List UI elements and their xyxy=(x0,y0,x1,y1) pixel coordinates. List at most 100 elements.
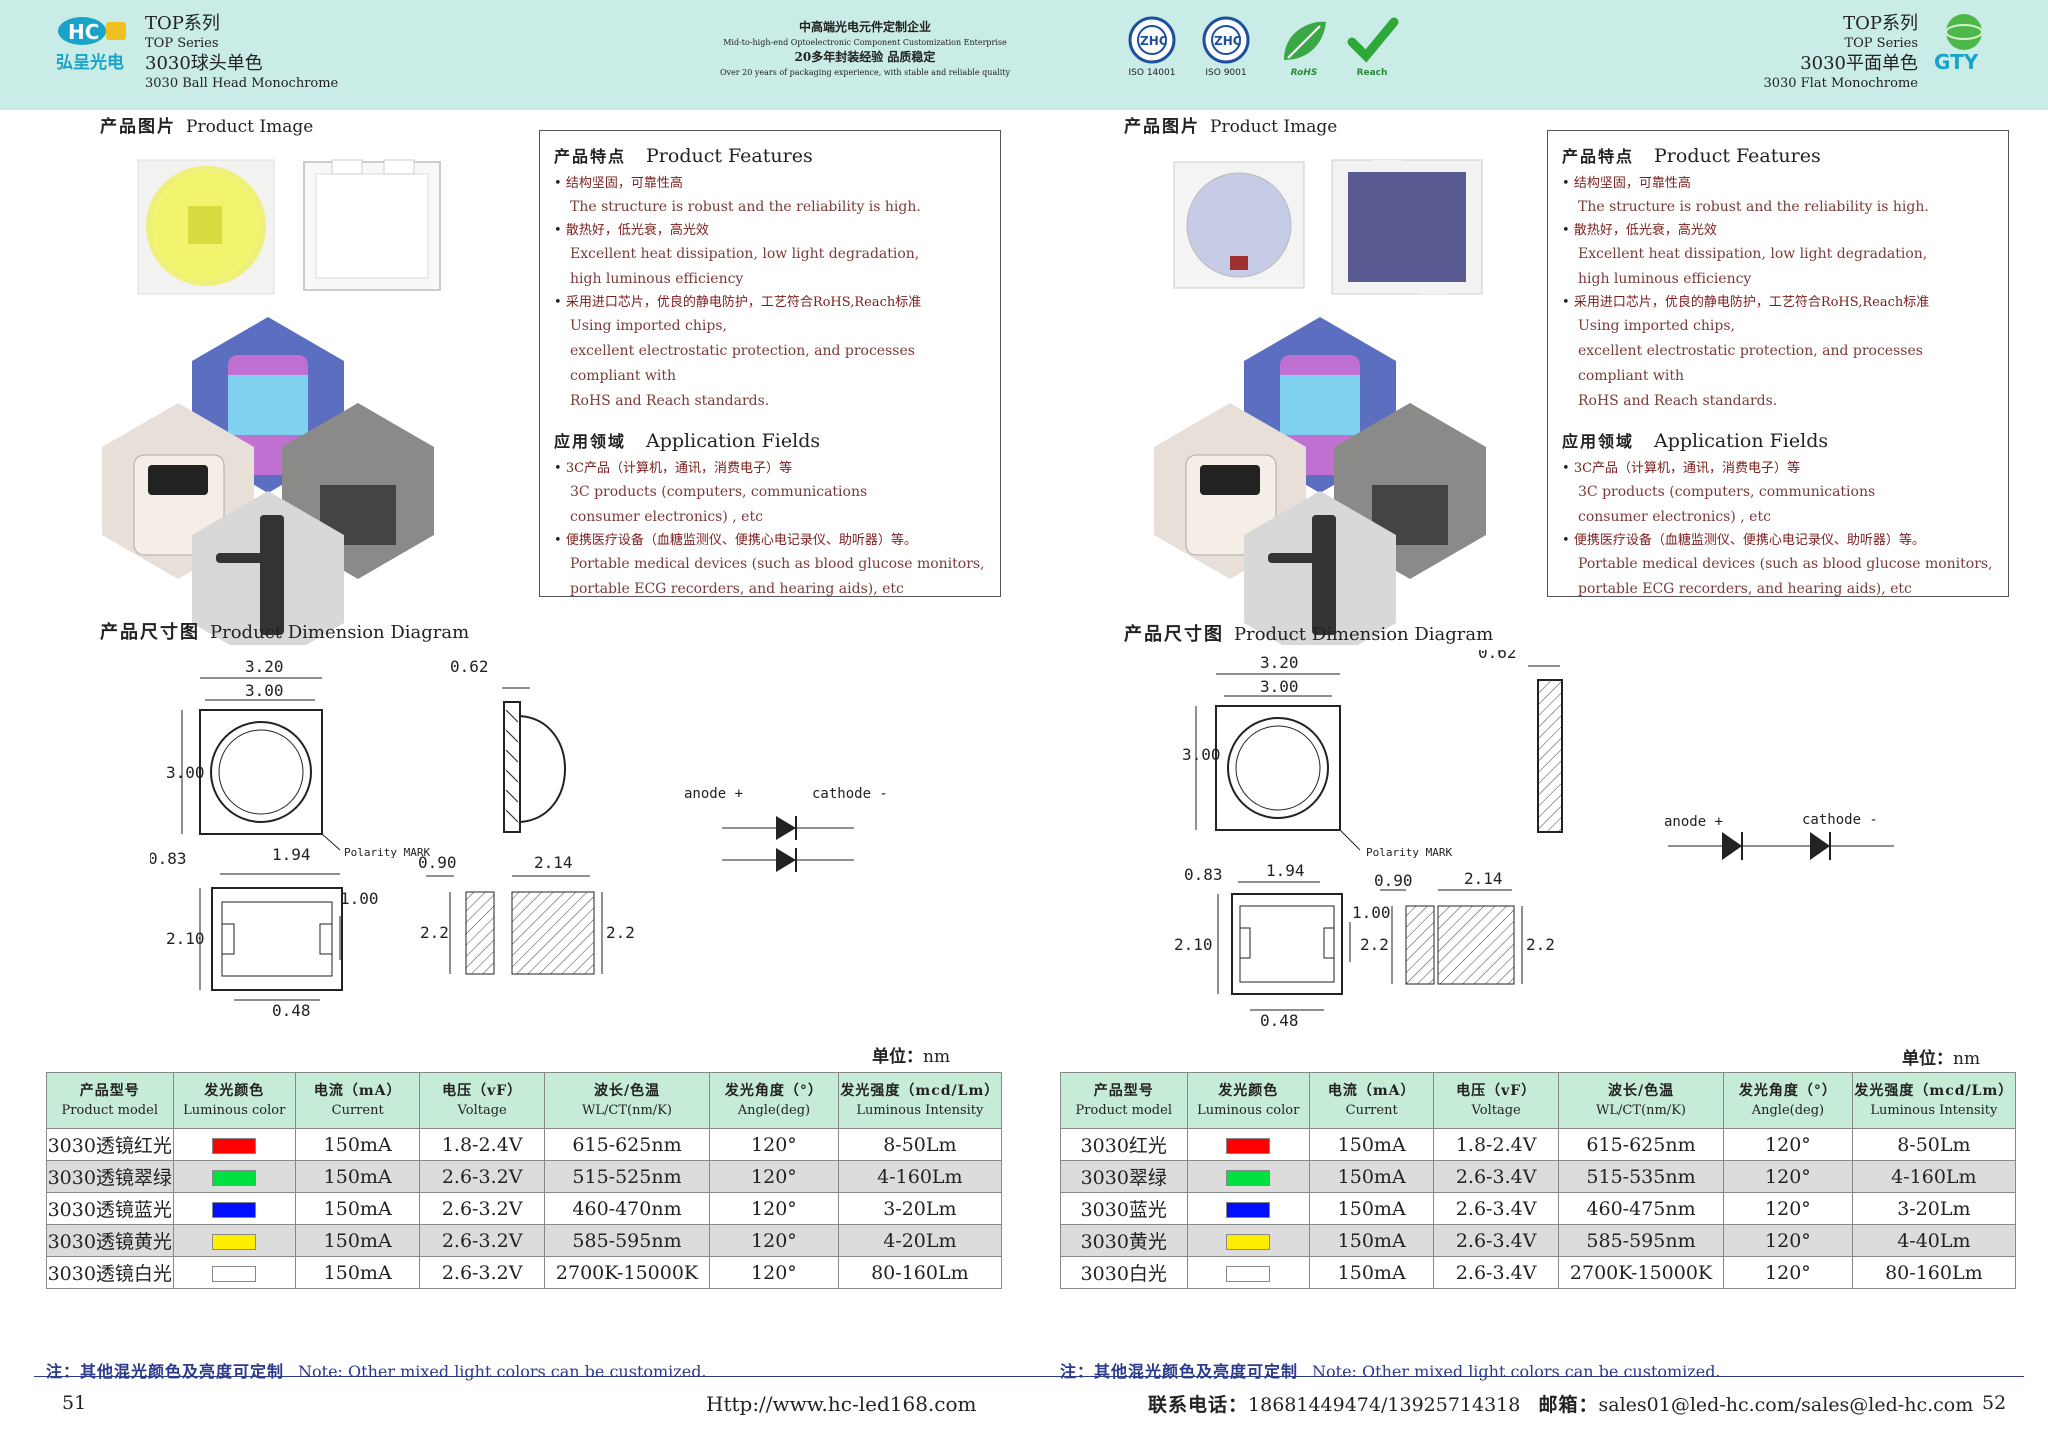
intensity-cell: 4-160Lm xyxy=(837,1160,1003,1193)
footer-divider xyxy=(34,1376,2024,1377)
left-app-2-cn: 便携医疗设备（血糖监测仪、便携心电记录仪、助听器）等。 xyxy=(554,530,986,552)
right-feature-2-en1: Excellent heat dissipation, low light de… xyxy=(1578,246,1928,262)
left-unit-cn: 单位： xyxy=(872,1047,923,1067)
voltage-cell: 2.6-3.4V xyxy=(1433,1192,1559,1225)
th-current: 电流（mA）Current xyxy=(1308,1072,1435,1129)
color-cell xyxy=(172,1160,296,1193)
intensity-cell: 80-160Lm xyxy=(1851,1256,2017,1289)
hc-logo-mark-text: HC xyxy=(68,20,99,44)
right-feature-3-en3: RoHS and Reach standards. xyxy=(1578,393,1778,409)
wavelength-cell: 2700K-15000K xyxy=(1557,1256,1725,1289)
wavelength-cell: 515-535nm xyxy=(1557,1160,1725,1193)
intensity-cell: 8-50Lm xyxy=(1851,1128,2017,1161)
right-dim-pad-h: 1.00 xyxy=(1352,903,1391,922)
right-unit-cn: 单位： xyxy=(1902,1049,1953,1069)
left-dim-w-inner: 3.00 xyxy=(245,681,284,700)
left-anode-label: anode + xyxy=(684,786,743,802)
right-app-1-cn: 3C产品（计算机，通讯，消费电子）等 xyxy=(1562,458,1994,480)
right-app-2-en1: Portable medical devices (such as blood … xyxy=(1578,556,1993,572)
right-feature-2-en2: high luminous efficiency xyxy=(1578,271,1752,287)
right-series-en: TOP Series xyxy=(1844,36,1918,51)
iso14001-cert: ZHC ISO 14001 xyxy=(1124,16,1180,78)
model-cell: 3030透镜翠绿 xyxy=(46,1160,174,1193)
voltage-cell: 2.6-3.2V xyxy=(419,1224,545,1257)
left-feature-3-en1: Using imported chips, xyxy=(570,318,727,334)
rohs-label: RoHS xyxy=(1290,68,1318,78)
intensity-cell: 3-20Lm xyxy=(1851,1192,2017,1225)
left-dim-thick: 0.62 xyxy=(450,657,489,676)
right-feature-3-cn: 采用进口芯片，优良的静电防护，工艺符合RoHS,Reach标准 xyxy=(1562,292,1994,314)
wavelength-cell: 460-475nm xyxy=(1557,1192,1725,1225)
left-feature-3-en2: excellent electrostatic protection, and … xyxy=(570,343,915,384)
left-product-cn: 3030球头单色 xyxy=(145,53,263,74)
voltage-cell: 2.6-3.4V xyxy=(1433,1224,1559,1257)
intensity-cell: 4-40Lm xyxy=(1851,1224,2017,1257)
left-product-en: 3030 Ball Head Monochrome xyxy=(145,76,339,91)
rohs-leaf-icon xyxy=(1284,21,1326,60)
contact-email[interactable]: sales01@led-hc.com/sales@led-hc.com xyxy=(1598,1394,1974,1416)
intensity-cell: 3-20Lm xyxy=(837,1192,1003,1225)
left-dimension-diagram: 3.20 3.00 3.00 Polarity MARK 0.62 anode … xyxy=(150,657,888,1020)
slogan-en2: Over 20 years of packaging experience, w… xyxy=(719,68,1011,77)
left-dim-fp-h2: 2.2 xyxy=(606,923,635,942)
right-dim-pad-w: 0.48 xyxy=(1260,1011,1299,1030)
model-cell: 3030透镜黄光 xyxy=(46,1224,174,1257)
right-feature-1-en: The structure is robust and the reliabil… xyxy=(1578,199,1929,215)
left-feature-2-cn: 散热好，低光衰，高光效 xyxy=(554,220,986,242)
left-dim-title-cn: 产品尺寸图 xyxy=(100,622,200,643)
right-app-1-en2: consumer electronics) , etc xyxy=(1578,509,1771,525)
left-app-1-cn: 3C产品（计算机，通讯，消费电子）等 xyxy=(554,458,986,480)
color-swatch xyxy=(1226,1233,1271,1250)
right-image-title-cn: 产品图片 xyxy=(1124,117,1200,137)
left-image-title-cn: 产品图片 xyxy=(100,117,176,137)
color-cell xyxy=(172,1192,296,1225)
color-cell xyxy=(172,1128,296,1161)
voltage-cell: 2.6-3.4V xyxy=(1433,1160,1559,1193)
brand-cn: 弘呈光电 xyxy=(56,53,124,73)
right-dim-fp-w1: 0.90 xyxy=(1374,871,1413,890)
color-swatch xyxy=(1226,1169,1271,1186)
voltage-cell: 1.8-2.4V xyxy=(1433,1128,1559,1161)
iso9001-icon: ZHC xyxy=(1202,16,1250,64)
left-feature-1-cn: 结构坚固，可靠性高 xyxy=(554,173,986,195)
model-cell: 3030白光 xyxy=(1060,1256,1188,1289)
left-app-1-en1: 3C products (computers, communications xyxy=(570,484,868,500)
left-dim-fp-w1: 0.90 xyxy=(418,853,457,872)
left-cathode-label: cathode - xyxy=(812,786,888,802)
left-dim-height: 3.00 xyxy=(166,763,205,782)
th-angle: 发光角度（°）Angle(deg) xyxy=(709,1072,839,1129)
left-feature-3-cn: 采用进口芯片，优良的静电防护，工艺符合RoHS,Reach标准 xyxy=(554,292,986,314)
th-intensity: 发光强度（mcd/Lm）Luminous Intensity xyxy=(1851,1072,2017,1129)
slogan-cn: 中高端光电元件定制企业 xyxy=(798,20,931,34)
left-unit-en: nm xyxy=(923,1047,951,1067)
th-current: 电流（mA）Current xyxy=(294,1072,421,1129)
th-voltage: 电压（vF）Voltage xyxy=(1433,1072,1559,1129)
model-cell: 3030翠绿 xyxy=(1060,1160,1188,1193)
wavelength-cell: 460-470nm xyxy=(543,1192,711,1225)
slogan-cn2: 20多年封装经验 品质稳定 xyxy=(794,50,936,64)
color-swatch xyxy=(212,1233,257,1250)
website-link[interactable]: Http://www.hc-led168.com xyxy=(706,1392,977,1416)
color-swatch xyxy=(1226,1137,1271,1154)
current-cell: 150mA xyxy=(294,1160,421,1193)
angle-cell: 120° xyxy=(709,1256,839,1289)
left-dim-pad-gap: 0.83 xyxy=(150,849,187,868)
voltage-cell: 2.6-3.2V xyxy=(419,1192,545,1225)
color-cell xyxy=(1186,1192,1310,1225)
reach-cert: Reach xyxy=(1344,16,1400,78)
gty-globe-icon xyxy=(1945,14,1983,50)
